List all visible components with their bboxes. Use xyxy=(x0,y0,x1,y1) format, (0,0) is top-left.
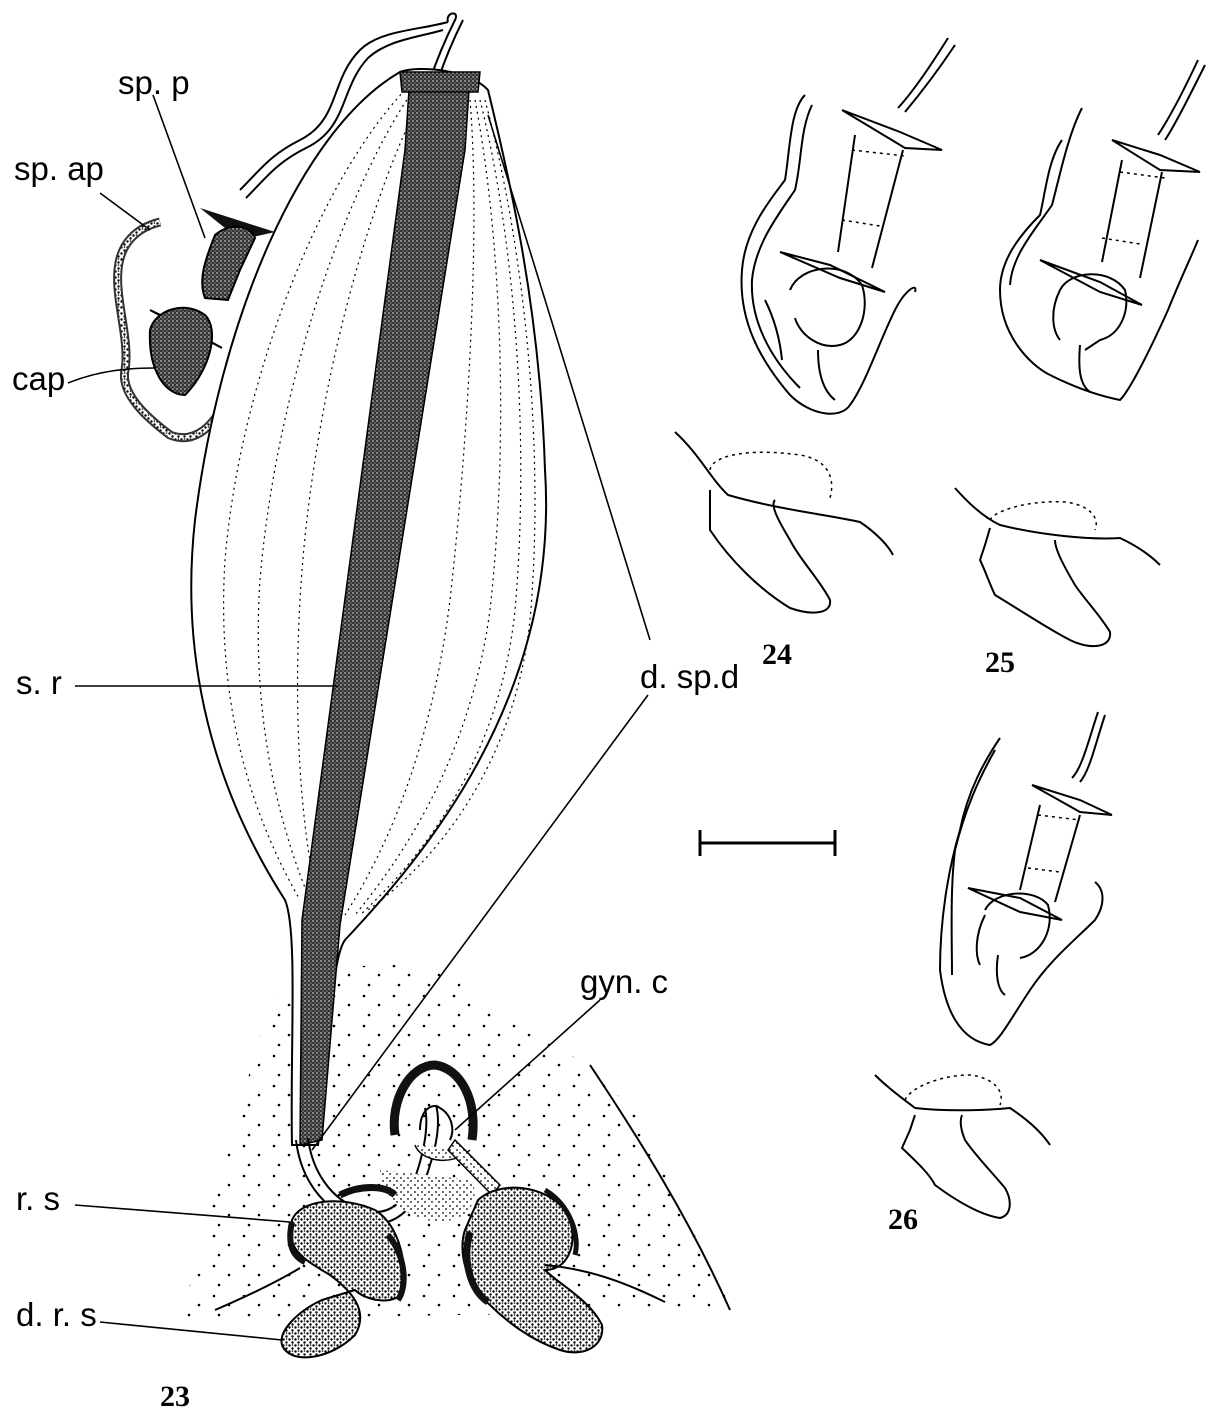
figure-number-25: 25 xyxy=(985,648,1015,678)
figure-number-23: 23 xyxy=(160,1382,190,1412)
figure-26-drawing xyxy=(875,712,1112,1218)
label-s-r: s. r xyxy=(16,666,62,699)
label-sp-p: sp. p xyxy=(118,66,190,99)
figure-24-drawing xyxy=(675,38,955,613)
figure-23-drawing xyxy=(68,13,735,1357)
label-gyn-c: gyn. c xyxy=(580,965,668,998)
figure-25-drawing xyxy=(955,60,1205,646)
scale-bar xyxy=(700,830,835,856)
figure-number-26: 26 xyxy=(888,1205,918,1235)
label-sp-ap: sp. ap xyxy=(14,152,104,185)
label-d-r-s: d. r. s xyxy=(16,1298,97,1331)
label-d-sp-d: d. sp.d xyxy=(640,660,739,693)
label-cap: cap xyxy=(12,362,65,395)
figure-number-24: 24 xyxy=(762,640,792,670)
label-r-s: r. s xyxy=(16,1182,60,1215)
